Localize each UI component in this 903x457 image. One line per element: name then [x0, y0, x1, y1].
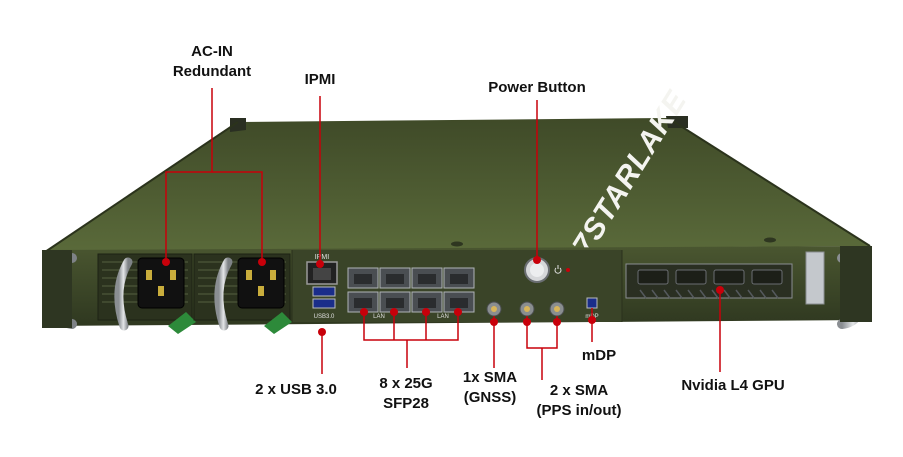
gpu-bracket — [625, 263, 793, 299]
callout-gpu: Nvidia L4 GPU — [681, 377, 785, 394]
usb-port-2[interactable] — [312, 298, 336, 309]
power-icon — [554, 265, 562, 274]
ipmi-panel-label: IPMI — [315, 254, 329, 261]
callout-dot-ac-right — [258, 258, 266, 266]
callout-sma-pps: 2 x SMA (PPS in/out) — [536, 382, 622, 419]
callout-sma-gnss: 1x SMA (GNSS) — [462, 369, 518, 406]
callout-dots — [162, 256, 724, 336]
callout-ac-in: AC-IN Redundant — [172, 43, 252, 80]
callout-mdp: mDP — [581, 347, 617, 364]
sma-connectors — [486, 301, 565, 317]
callout-dot-pps-2 — [553, 318, 561, 326]
usb-port-1[interactable] — [312, 286, 336, 297]
callout-dot-pps-1 — [523, 318, 531, 326]
callout-dot-usb — [318, 328, 326, 336]
psu-right — [193, 253, 292, 334]
callout-dot-ac-left — [162, 258, 170, 266]
callout-dot-lan-4 — [454, 308, 462, 316]
psu-handle-left[interactable] — [114, 257, 133, 331]
usb-port-group: USB3.0 — [312, 286, 336, 320]
callout-dot-lan-1 — [360, 308, 368, 316]
callout-dot-lan-3 — [422, 308, 430, 316]
callout-dot-gpu — [716, 286, 724, 294]
callout-dot-mdp — [588, 316, 596, 324]
sma-pps-connector-2[interactable] — [549, 301, 565, 317]
callout-dot-lan-2 — [390, 308, 398, 316]
callout-lan: 8 x 25G SFP28 — [379, 375, 433, 412]
psu-left — [97, 253, 196, 334]
callout-dot-gnss — [490, 318, 498, 326]
gpu-port-3[interactable] — [713, 269, 745, 285]
chassis-top — [44, 116, 871, 253]
callout-dot-power — [533, 256, 541, 264]
rack-ear-left — [42, 250, 72, 328]
ipmi-port-group: IPMI — [306, 254, 338, 285]
gpu-port-4[interactable] — [751, 269, 783, 285]
lan-panel-label-b: LAN — [437, 314, 449, 320]
usb-panel-label: USB3.0 — [314, 314, 335, 320]
ac-inlet-left[interactable] — [137, 257, 185, 309]
callout-ipmi: IPMI — [304, 71, 336, 88]
sfp28-port-group: LAN LAN — [347, 267, 475, 320]
gpu-port-1[interactable] — [637, 269, 669, 285]
psu-handle-right[interactable] — [214, 257, 233, 331]
rack-ear-right — [840, 246, 872, 322]
callout-usb: 2 x USB 3.0 — [255, 381, 337, 398]
sma-gnss-connector[interactable] — [486, 301, 502, 317]
mdp-port[interactable] — [586, 297, 598, 309]
callout-dot-ipmi — [316, 260, 324, 268]
callout-line-lan — [363, 312, 459, 341]
sma-pps-connector-1[interactable] — [519, 301, 535, 317]
callout-line-ac-in — [165, 88, 213, 258]
lan-panel-label-a: LAN — [373, 314, 385, 320]
status-led — [566, 268, 570, 272]
gpu-port-2[interactable] — [675, 269, 707, 285]
callout-power-button: Power Button — [488, 79, 586, 96]
callout-line-ac-in-b — [212, 171, 263, 258]
